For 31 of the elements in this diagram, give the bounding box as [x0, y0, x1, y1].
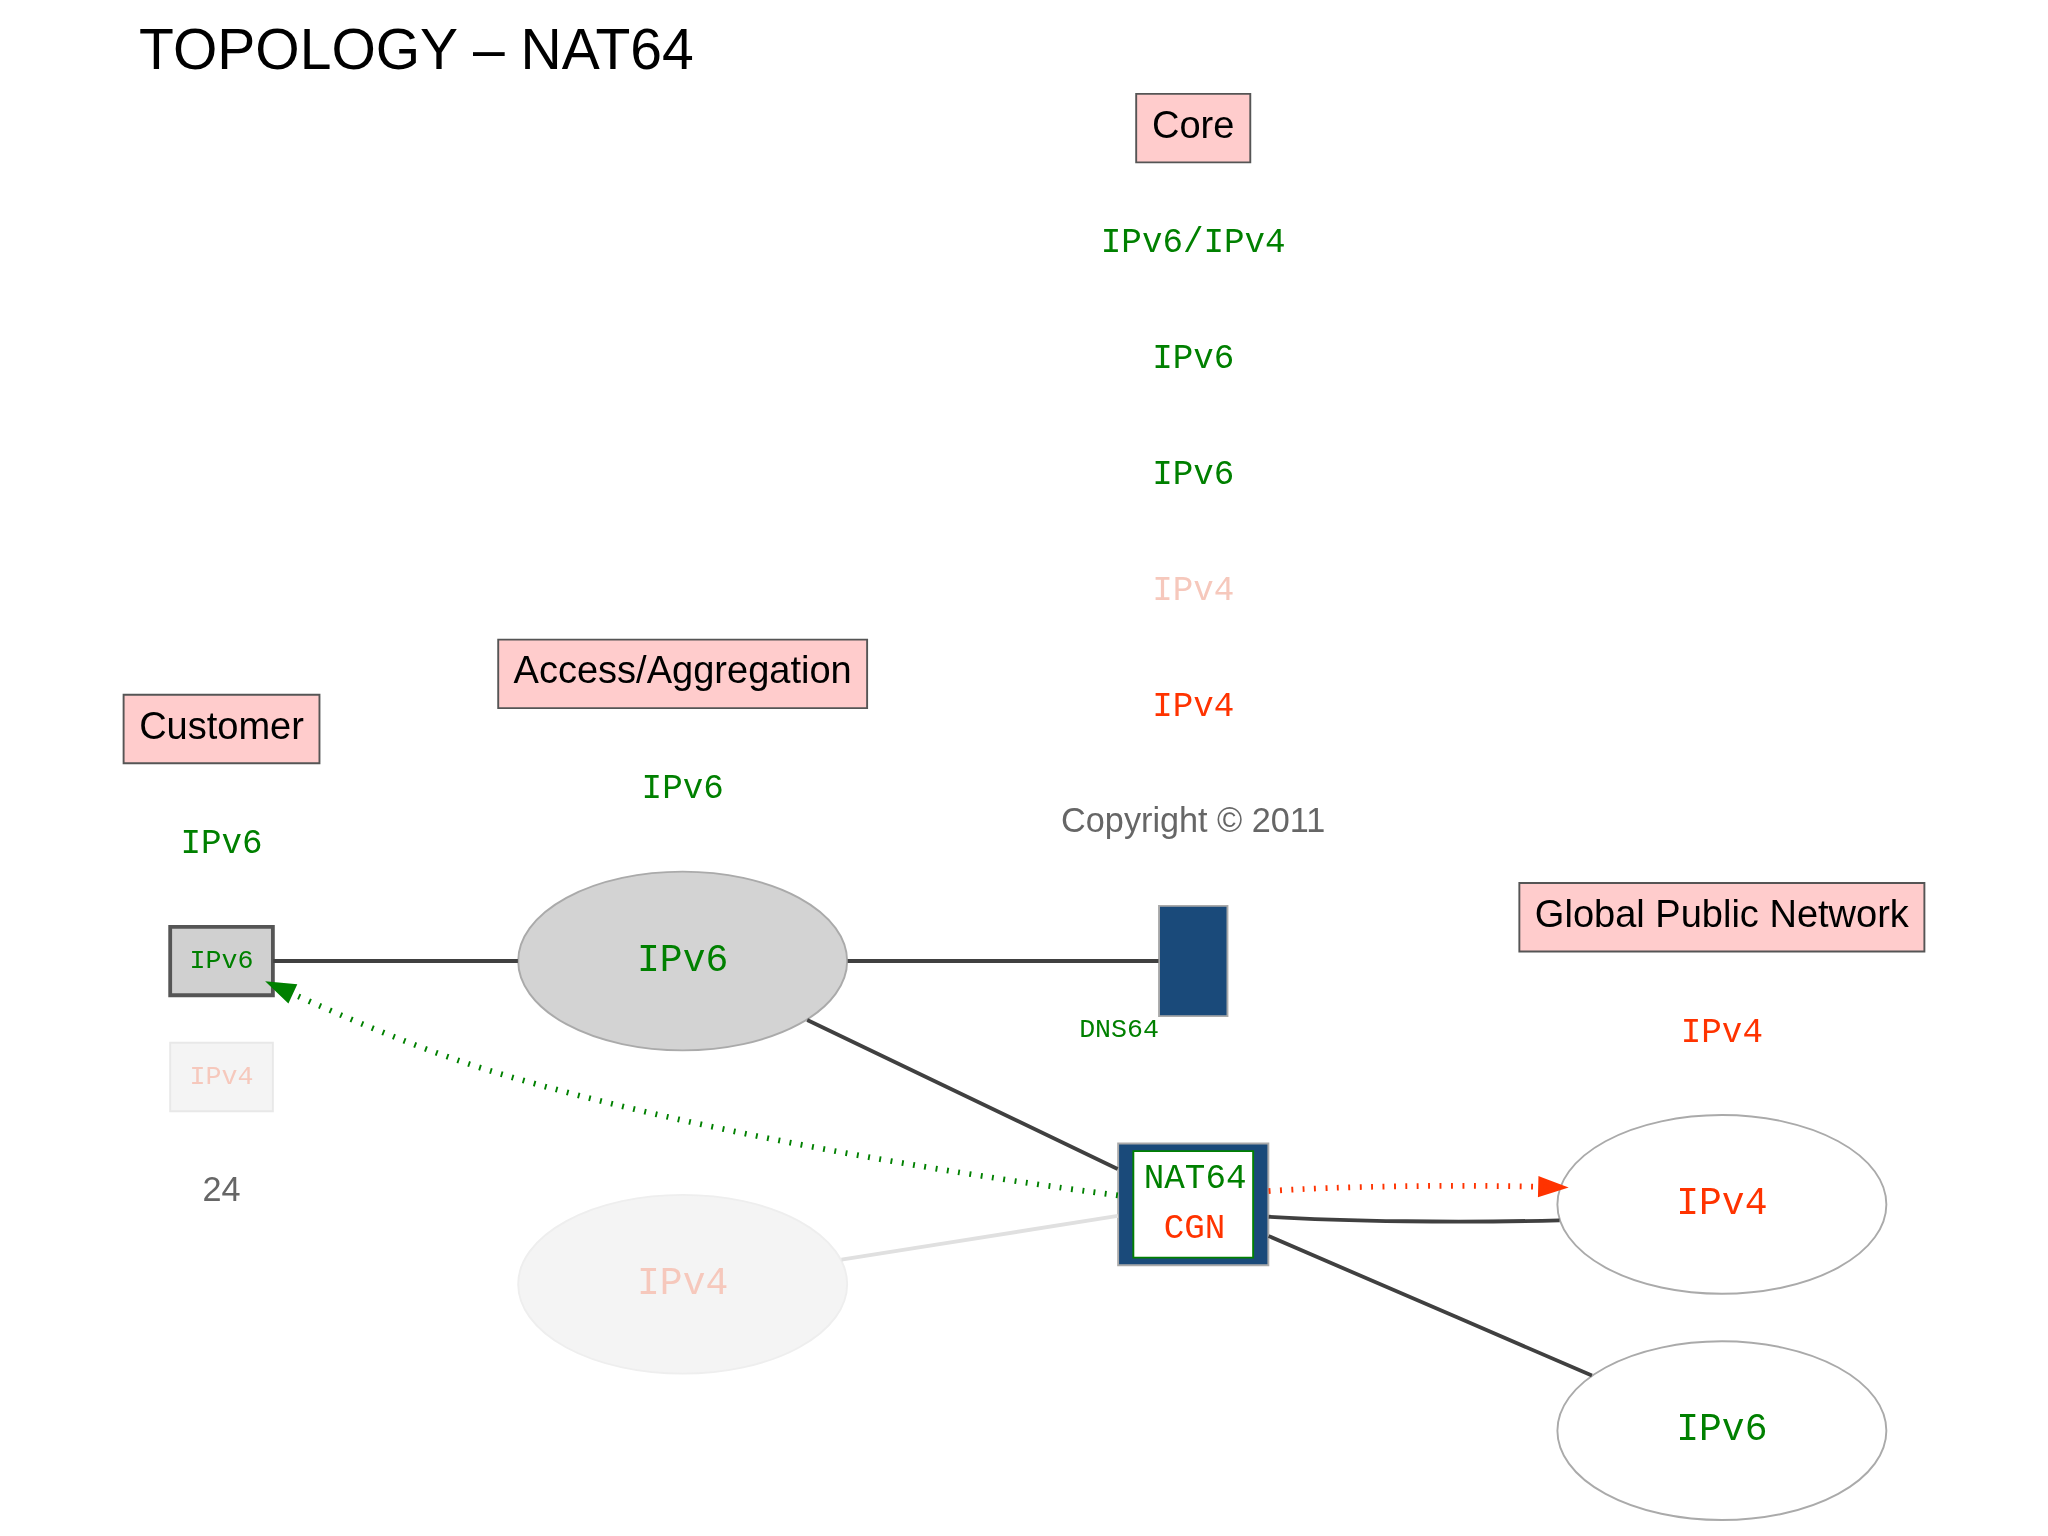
node-box: NAT64 CGN: [1117, 1142, 1270, 1267]
node-ellipse: IPv4: [517, 1193, 849, 1375]
connector: [806, 1018, 1119, 1171]
connector: [1267, 1234, 1593, 1378]
node-box: Global Public Network: [1518, 882, 1926, 953]
label: IPv6: [641, 770, 724, 809]
label: IPv6: [1152, 340, 1235, 379]
connector: [841, 1214, 1119, 1262]
label: IPv6: [180, 825, 263, 864]
node-label: DNS64: [1079, 1015, 1159, 1046]
label: Copyright © 2011: [1061, 801, 1326, 840]
node-box: IPv6: [168, 924, 275, 998]
connector: [847, 959, 1159, 963]
diagram-title: TOPOLOGY – NAT64: [139, 17, 694, 82]
connector: [1268, 1214, 1560, 1224]
label: 24: [202, 1170, 241, 1209]
node-ellipse: IPv6: [1556, 1340, 1888, 1521]
node-box: Access/Aggregation: [497, 638, 869, 710]
arrow: [265, 981, 1119, 1199]
arrow: [1268, 1176, 1569, 1198]
connector: [273, 959, 518, 963]
label: IPv4: [1680, 1013, 1763, 1052]
node-box: [1158, 904, 1229, 1018]
label: IPv4: [1152, 688, 1235, 727]
node-box: Core: [1135, 92, 1252, 164]
label: IPv6: [1152, 456, 1235, 495]
node-ellipse: IPv4: [1556, 1114, 1888, 1295]
label: IPv6/IPv4: [1100, 224, 1286, 263]
label: IPv4: [1152, 572, 1235, 611]
node-box: Customer: [122, 693, 321, 765]
node-ellipse: IPv6: [517, 870, 849, 1052]
